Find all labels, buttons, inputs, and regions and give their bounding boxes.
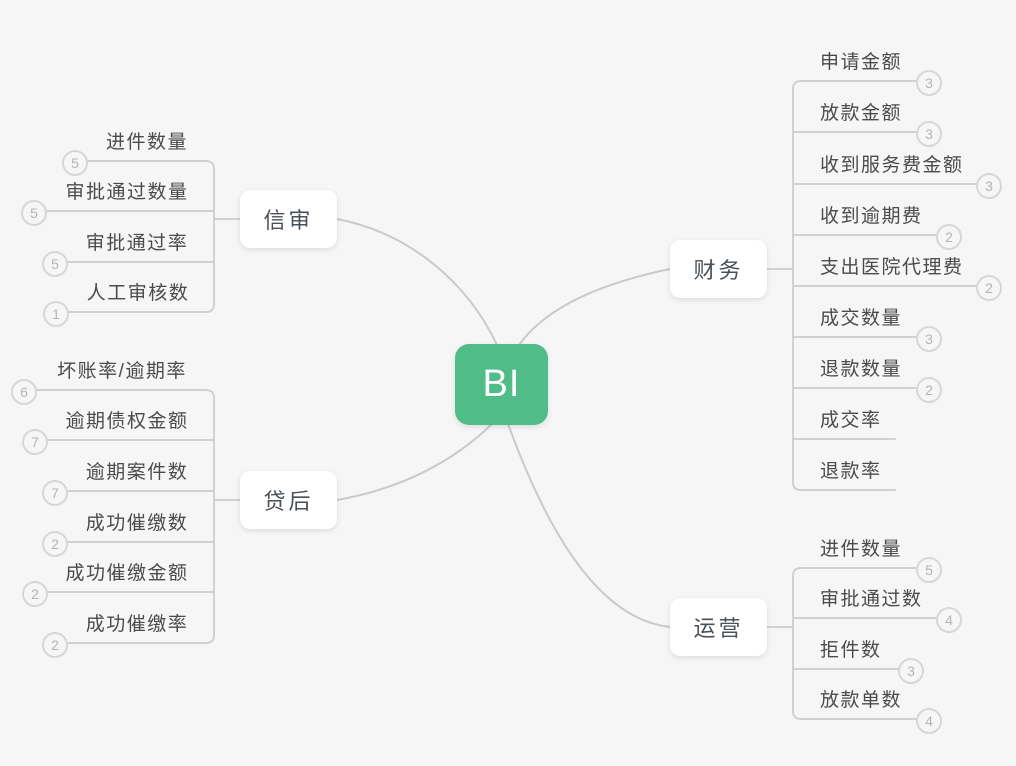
leaf-topic[interactable]: 放款金额: [820, 103, 903, 124]
leaf-topic[interactable]: 成交数量: [820, 308, 903, 329]
priority-badge[interactable]: 7: [22, 429, 48, 455]
priority-badge[interactable]: 7: [42, 480, 68, 506]
priority-badge[interactable]: 4: [916, 708, 942, 734]
leaf-topic[interactable]: 审批通过数量: [65, 182, 189, 203]
leaf-topic[interactable]: 拒件数: [820, 640, 882, 661]
leaf-topic[interactable]: 收到服务费金额: [820, 155, 964, 176]
leaf-topic[interactable]: 人工审核数: [86, 283, 190, 304]
branch-topic-operation[interactable]: 运营: [670, 598, 767, 656]
connector-path: [766, 80, 977, 491]
leaf-topic[interactable]: 收到逾期费: [820, 206, 923, 227]
leaf-topic[interactable]: 成功催缴金额: [65, 563, 189, 584]
connector-path: [36, 389, 241, 644]
leaf-topic[interactable]: 放款单数: [820, 690, 903, 711]
connector-path: [765, 567, 937, 720]
leaf-topic[interactable]: 支出医院代理费: [820, 257, 964, 278]
leaf-topic[interactable]: 进件数量: [105, 132, 189, 153]
connector-path: [507, 423, 671, 628]
leaf-topic[interactable]: 进件数量: [820, 539, 903, 560]
priority-badge[interactable]: 4: [936, 607, 962, 633]
leaf-topic[interactable]: 退款率: [820, 461, 882, 482]
leaf-topic[interactable]: 成功催缴率: [85, 614, 189, 635]
priority-badge[interactable]: 2: [22, 581, 48, 607]
connector-path: [518, 268, 671, 346]
leaf-topic[interactable]: 退款数量: [820, 359, 903, 380]
leaf-topic[interactable]: 成交率: [820, 410, 882, 431]
priority-badge[interactable]: 5: [62, 150, 88, 176]
connector-path: [46, 160, 241, 313]
leaf-topic[interactable]: 审批通过数: [820, 589, 923, 610]
priority-badge[interactable]: 5: [21, 200, 47, 226]
priority-badge[interactable]: 6: [11, 379, 37, 405]
priority-badge[interactable]: 3: [916, 121, 942, 147]
root-topic-bi[interactable]: BI: [455, 344, 548, 425]
priority-badge[interactable]: 3: [916, 326, 942, 352]
branch-topic-post-loan[interactable]: 贷后: [240, 471, 337, 529]
priority-badge[interactable]: 3: [976, 173, 1002, 199]
leaf-topic[interactable]: 成功催缴数: [85, 513, 189, 534]
priority-badge[interactable]: 3: [898, 658, 924, 684]
leaf-topic[interactable]: 逾期债权金额: [65, 411, 189, 432]
priority-badge[interactable]: 2: [916, 377, 942, 403]
leaf-topic[interactable]: 逾期案件数: [85, 462, 189, 483]
leaf-topic[interactable]: 坏账率/逾期率: [57, 361, 187, 382]
leaf-topic[interactable]: 审批通过率: [85, 233, 189, 254]
priority-badge[interactable]: 5: [42, 251, 68, 277]
priority-badge[interactable]: 2: [936, 224, 962, 250]
priority-badge[interactable]: 3: [916, 70, 942, 96]
branch-topic-finance[interactable]: 财务: [670, 240, 767, 298]
branch-topic-credit-review[interactable]: 信审: [240, 190, 337, 248]
priority-badge[interactable]: 2: [42, 531, 68, 557]
connector-path: [336, 218, 498, 346]
leaf-topic[interactable]: 申请金额: [820, 52, 903, 73]
priority-badge[interactable]: 2: [976, 275, 1002, 301]
connector-path: [336, 423, 493, 501]
priority-badge[interactable]: 1: [43, 301, 69, 327]
priority-badge[interactable]: 2: [42, 632, 68, 658]
priority-badge[interactable]: 5: [916, 557, 942, 583]
